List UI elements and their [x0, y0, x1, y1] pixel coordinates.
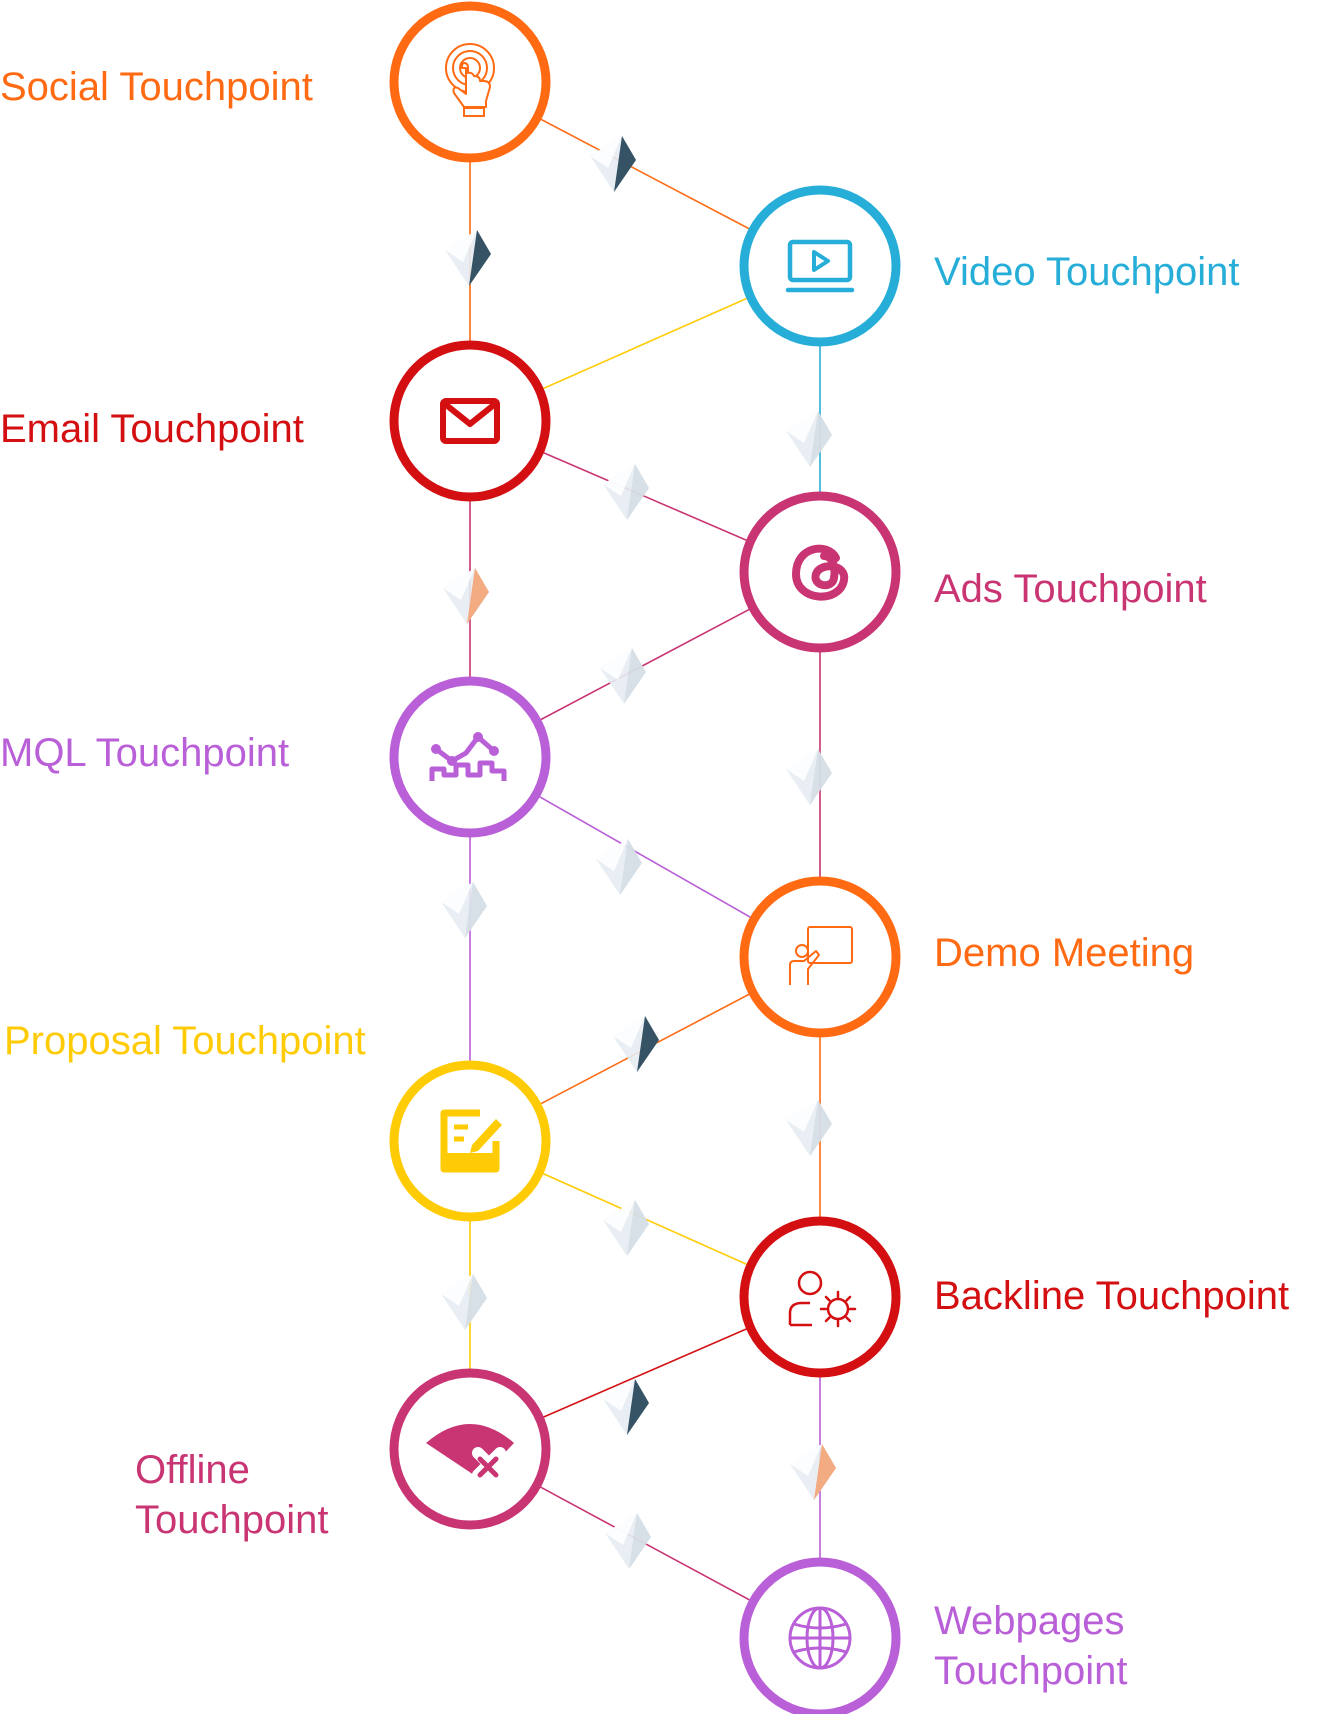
connector-gem-3 — [786, 411, 832, 467]
node-ring-mql — [389, 676, 551, 838]
connector-gem-11 — [786, 1100, 832, 1156]
connector-gem-1 — [590, 136, 636, 192]
node-ring-proposal — [389, 1060, 551, 1222]
connector-gem-15 — [790, 1444, 836, 1500]
label-email-touchpoint: Email Touchpoint — [0, 407, 304, 451]
node-offline — [389, 1368, 551, 1530]
label-webpages-touchpoint: Webpages Touchpoint — [934, 1599, 1128, 1693]
video-play-icon — [785, 239, 855, 293]
node-layer — [389, 1, 901, 1714]
label-video-touchpoint: Video Touchpoint — [934, 250, 1240, 294]
label-demo-meeting: Demo Meeting — [934, 931, 1195, 975]
node-email — [389, 340, 551, 502]
node-webpages — [739, 1557, 901, 1714]
user-settings-icon — [788, 1270, 857, 1328]
node-video — [739, 185, 901, 347]
node-mql — [389, 676, 551, 838]
globe-icon — [788, 1606, 852, 1670]
label-mql-touchpoint: MQL Touchpoint — [0, 731, 290, 775]
connector-gem-12 — [603, 1200, 649, 1256]
wifi-off-icon — [426, 1424, 514, 1481]
node-backline — [739, 1216, 901, 1378]
touch-hand-icon — [445, 43, 495, 117]
connector-gem-7 — [786, 749, 832, 805]
label-offline-touchpoint: Offline Touchpoint — [135, 1448, 329, 1542]
connector-gem-8 — [596, 839, 642, 895]
presentation-icon — [789, 926, 853, 985]
label-social-touchpoint: Social Touchpoint — [0, 65, 313, 109]
connector-gem-10 — [613, 1016, 659, 1072]
connector-gem-6 — [600, 648, 646, 704]
node-ring-backline — [739, 1216, 901, 1378]
node-proposal — [389, 1060, 551, 1222]
connector-gem-13 — [441, 1274, 487, 1330]
threads-icon — [791, 544, 849, 601]
node-demo — [739, 876, 901, 1038]
analytics-chart-icon — [429, 732, 507, 781]
node-social — [389, 1, 551, 163]
connector-gem-5 — [443, 568, 489, 624]
connector-gem-4 — [603, 464, 649, 520]
label-proposal-touchpoint: Proposal Touchpoint — [4, 1019, 366, 1063]
connector-gem-2 — [445, 230, 491, 286]
connector-gem-9 — [441, 882, 487, 938]
label-ads-touchpoint: Ads Touchpoint — [934, 567, 1207, 611]
connector-gem-layer — [441, 136, 836, 1569]
node-ads — [739, 491, 901, 653]
envelope-icon — [440, 398, 500, 444]
node-ring-demo — [739, 876, 901, 1038]
connector-gem-14 — [603, 1379, 649, 1435]
document-edit-icon — [440, 1109, 502, 1173]
label-backline-touchpoint: Backline Touchpoint — [934, 1274, 1290, 1318]
connector-gem-16 — [605, 1513, 651, 1569]
